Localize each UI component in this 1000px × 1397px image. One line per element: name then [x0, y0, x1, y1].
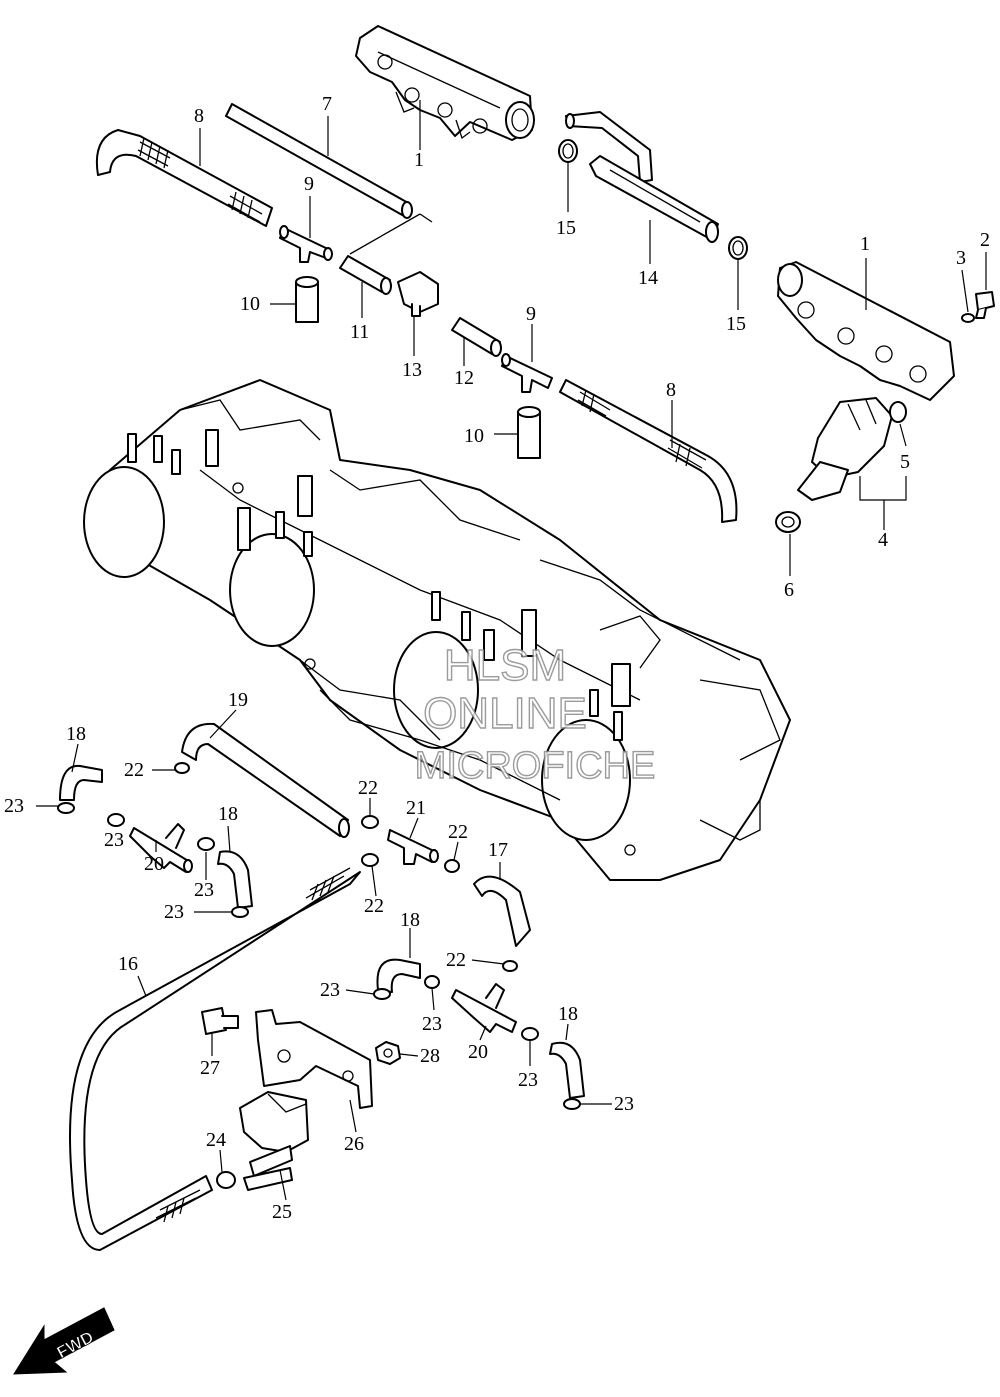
callout-22-c: 22	[448, 821, 468, 843]
hose-10-lower[interactable]	[517, 406, 541, 459]
callout-2: 2	[980, 229, 990, 251]
callout-18-c: 18	[400, 909, 420, 931]
callout-19: 19	[228, 689, 248, 711]
watermark: HLSM ONLINE MICROFICHE	[414, 640, 656, 787]
callout-8-lower: 8	[666, 379, 676, 401]
callout-26: 26	[344, 1133, 364, 1155]
watermark-line1: HLSM	[444, 641, 566, 690]
watermark-line3: MICROFICHE	[415, 745, 656, 787]
callout-24: 24	[206, 1129, 226, 1151]
callout-4: 4	[878, 529, 888, 551]
callout-23-e: 23	[320, 979, 340, 1001]
callout-6: 6	[784, 579, 794, 601]
callout-17: 17	[488, 839, 508, 861]
callout-10-upper: 10	[240, 293, 260, 315]
callout-18-d: 18	[558, 1003, 578, 1025]
hose-10-upper[interactable]	[295, 276, 319, 323]
callout-23-g: 23	[518, 1069, 538, 1091]
hose-18-upper-left[interactable]	[59, 764, 103, 801]
hose-12[interactable]	[451, 317, 502, 357]
hose-17[interactable]	[473, 875, 531, 947]
o-ring-5[interactable]	[889, 401, 907, 423]
callout-22-a: 22	[124, 759, 144, 781]
callout-23-a: 23	[4, 795, 24, 817]
hose-19[interactable]	[181, 722, 350, 838]
tee-fitting-20-left[interactable]	[129, 823, 193, 873]
callout-23-c: 23	[194, 879, 214, 901]
nut-28[interactable]	[375, 1041, 401, 1065]
callout-23-h: 23	[614, 1093, 634, 1115]
throttle-body-assembly	[83, 379, 791, 881]
hose-18-lower-middle[interactable]	[376, 958, 421, 993]
callout-22-d: 22	[364, 895, 384, 917]
callout-15-right: 15	[726, 313, 746, 335]
tee-fitting-21[interactable]	[387, 829, 439, 865]
callout-22-b: 22	[358, 777, 378, 799]
injector-4[interactable]	[797, 397, 893, 501]
callout-25: 25	[272, 1201, 292, 1223]
solenoid-valve-25[interactable]	[239, 1091, 309, 1191]
hose-8-upper[interactable]	[96, 129, 273, 227]
callout-5: 5	[900, 451, 910, 473]
callout-1-right: 1	[860, 233, 870, 255]
callout-27: 27	[200, 1057, 220, 1079]
callout-9-upper: 9	[304, 173, 314, 195]
watermark-line2: ONLINE	[423, 689, 587, 738]
callout-9-lower: 9	[526, 303, 536, 325]
callout-16: 16	[118, 953, 138, 975]
hose-11[interactable]	[339, 255, 392, 295]
screw-2[interactable]	[975, 291, 995, 319]
hose-18-middle-left[interactable]	[217, 850, 253, 909]
tee-fitting-20-right[interactable]	[451, 983, 517, 1033]
callout-18-a: 18	[66, 723, 86, 745]
callout-14: 14	[638, 267, 658, 289]
callout-20-left: 20	[144, 853, 164, 875]
hose-7[interactable]	[225, 103, 413, 219]
seal-6[interactable]	[775, 511, 801, 533]
bracket-26[interactable]	[255, 1009, 373, 1109]
fuel-pipe-14[interactable]	[565, 111, 719, 243]
hose-18-lower-right[interactable]	[549, 1041, 585, 1099]
fuel-rail-left[interactable]	[355, 25, 535, 141]
callout-23-f: 23	[422, 1013, 442, 1035]
tee-fitting-9-upper[interactable]	[279, 225, 333, 263]
fuel-rail-right[interactable]	[777, 261, 955, 401]
callout-28: 28	[420, 1045, 440, 1067]
leader-lines	[36, 100, 987, 1201]
o-ring-15-left[interactable]	[558, 139, 578, 163]
hose-8-lower[interactable]	[559, 379, 738, 523]
connector-13[interactable]	[349, 213, 439, 317]
callout-15-left: 15	[556, 217, 576, 239]
callout-13: 13	[402, 359, 422, 381]
callout-22-e: 22	[446, 949, 466, 971]
callout-20-right: 20	[468, 1041, 488, 1063]
callout-18-b: 18	[218, 803, 238, 825]
hose-16[interactable]	[69, 867, 361, 1251]
clamp-24[interactable]	[216, 1171, 236, 1189]
callout-12: 12	[454, 367, 474, 389]
callout-3: 3	[956, 247, 966, 269]
callout-10-lower: 10	[464, 425, 484, 447]
callouts: 1 1 2 3 4 5 6 7 8 8 9 9 10 10 11 12 13 1…	[4, 93, 990, 1223]
callout-11: 11	[350, 321, 369, 343]
callout-21: 21	[406, 797, 426, 819]
callout-23-b: 23	[104, 829, 124, 851]
fwd-arrow-icon: FWD	[13, 1307, 115, 1375]
callout-23-d: 23	[164, 901, 184, 923]
washer-3[interactable]	[961, 313, 975, 323]
callout-7: 7	[322, 93, 332, 115]
tee-fitting-9-lower[interactable]	[501, 353, 553, 393]
bolt-27[interactable]	[201, 1007, 239, 1035]
callout-8-upper: 8	[194, 105, 204, 127]
o-ring-15-right[interactable]	[728, 236, 748, 260]
callout-1-upper: 1	[414, 149, 424, 171]
